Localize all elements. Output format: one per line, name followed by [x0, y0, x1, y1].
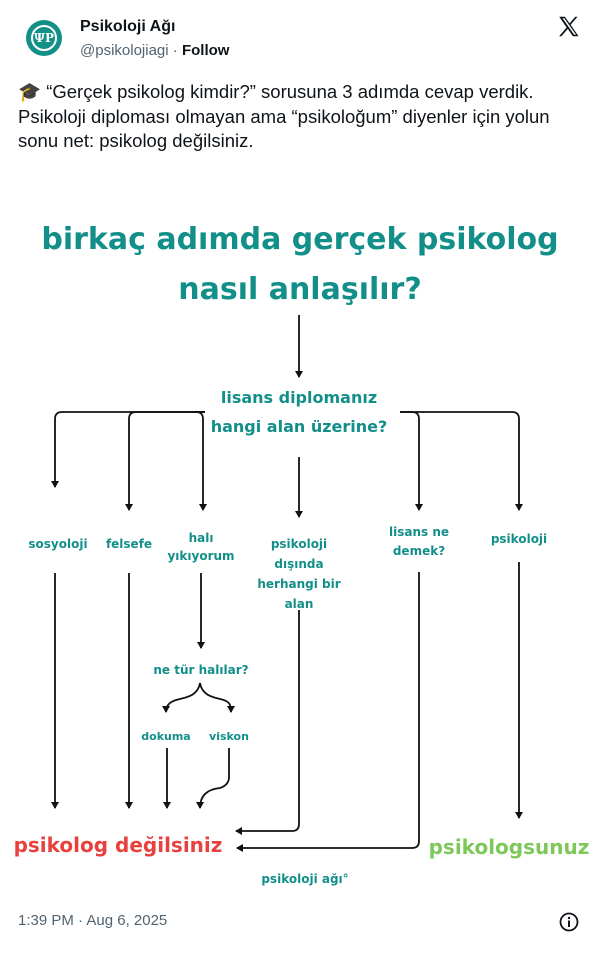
- tweet-text: 🎓 “Gerçek psikolog kimdir?” sorusuna 3 a…: [18, 80, 584, 154]
- x-logo-icon[interactable]: [556, 14, 582, 40]
- option-other-line-4: alan: [285, 597, 314, 611]
- account-handle-row: @psikolojiagi · Follow: [80, 42, 229, 59]
- sub-question: ne tür halılar?: [153, 663, 248, 677]
- result-positive: psikologsunuz: [429, 835, 590, 859]
- diagram-title-line-1: birkaç adımda gerçek psikolog: [41, 222, 558, 257]
- info-icon[interactable]: [559, 912, 579, 932]
- result-negative: psikolog değilsiniz: [14, 833, 223, 857]
- option-hali-line-1: halı: [189, 531, 214, 545]
- follow-button[interactable]: Follow: [181, 42, 230, 59]
- diagram-watermark: psikoloji ağı°: [261, 872, 348, 886]
- account-name[interactable]: Psikoloji Ağı: [80, 18, 176, 35]
- option-lisans-line-2: demek?: [393, 544, 445, 558]
- separator: ·: [172, 42, 178, 59]
- sub-option-viskon: viskon: [209, 730, 249, 743]
- avatar[interactable]: ΨP: [26, 20, 62, 56]
- question-line-1: lisans diplomanız: [221, 388, 377, 407]
- flow-arrows: [51, 315, 523, 852]
- flowchart-image[interactable]: birkaç adımda gerçek psikolog nasıl anla…: [0, 205, 600, 895]
- tweet-line-1: 🎓 “Gerçek psikolog kimdir?” sorusuna 3 a…: [18, 81, 534, 102]
- avatar-logo: ΨP: [31, 25, 57, 51]
- timestamp[interactable]: 1:39 PM · Aug 6, 2025: [18, 912, 168, 929]
- graduation-cap-icon: 🎓: [18, 81, 42, 102]
- option-other-line-1: psikoloji: [271, 537, 327, 551]
- diagram-title-line-2: nasıl anlaşılır?: [178, 272, 422, 307]
- option-hali-line-2: yıkıyorum: [167, 549, 234, 563]
- account-handle[interactable]: @psikolojiagi: [80, 42, 169, 59]
- option-other-line-3: herhangi bir: [257, 577, 340, 591]
- option-sosyoloji: sosyoloji: [28, 537, 87, 551]
- option-other-line-2: dışında: [274, 557, 323, 571]
- option-lisans-line-1: lisans ne: [389, 525, 449, 539]
- option-psikoloji: psikoloji: [491, 532, 547, 546]
- question-line-2: hangi alan üzerine?: [211, 417, 388, 436]
- option-felsefe: felsefe: [106, 537, 152, 551]
- tweet-line-2: Psikoloji diploması olmayan ama “psikolo…: [18, 105, 550, 152]
- sub-option-dokuma: dokuma: [141, 730, 190, 743]
